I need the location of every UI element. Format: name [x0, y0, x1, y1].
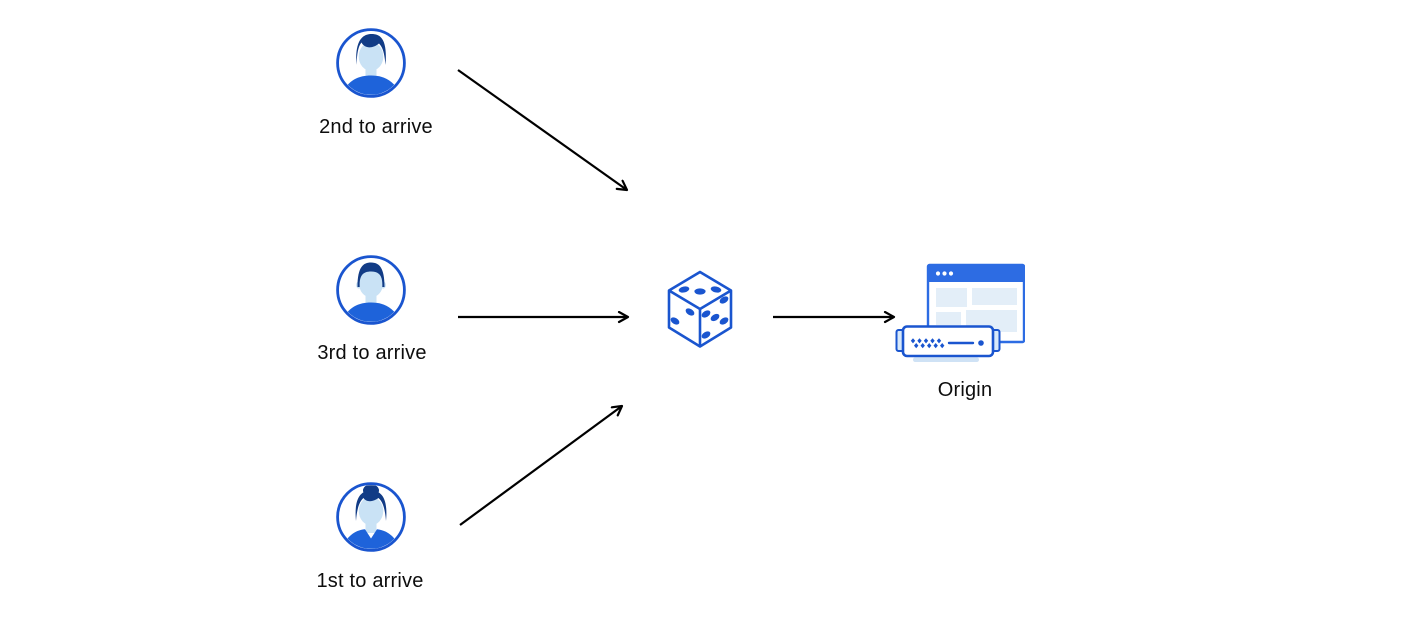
client-node-2nd — [335, 27, 407, 99]
dice-icon — [667, 270, 733, 348]
server-icon — [895, 325, 1001, 362]
client-label-3rd: 3rd to arrive — [317, 342, 427, 364]
dice-randomizer-node — [665, 269, 735, 355]
client-label-1st: 1st to arrive — [316, 570, 424, 592]
origin-node — [893, 262, 1026, 369]
origin-label: Origin — [937, 379, 993, 401]
arrow-1st-to-dice — [459, 406, 622, 526]
client-node-3rd — [335, 254, 407, 326]
female-avatar-icon — [336, 482, 406, 552]
origin-server-icon — [895, 263, 1026, 362]
client-node-1st — [335, 481, 407, 553]
client-label-2nd: 2nd to arrive — [319, 116, 433, 138]
arrow-2nd-to-dice — [457, 69, 627, 190]
browser-window-icon — [926, 263, 1026, 344]
male-avatar-icon — [336, 28, 406, 98]
male-avatar-icon — [336, 255, 406, 325]
